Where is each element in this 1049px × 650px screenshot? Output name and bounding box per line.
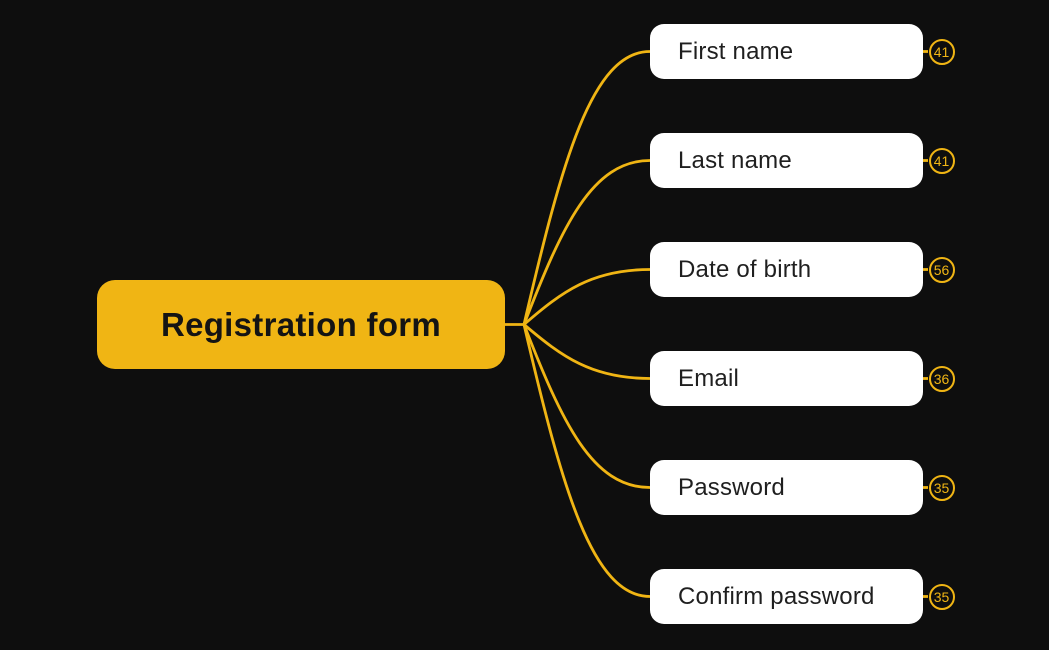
count-badge-value: 35 bbox=[933, 479, 950, 496]
count-badge[interactable]: 36 bbox=[928, 365, 955, 392]
topic-node-password[interactable]: Password bbox=[650, 460, 923, 515]
count-badge[interactable]: 41 bbox=[928, 147, 955, 174]
topic-label: Password bbox=[678, 473, 785, 501]
count-badge[interactable]: 41 bbox=[928, 38, 955, 65]
count-badge-value: 41 bbox=[933, 43, 950, 60]
topic-label: First name bbox=[678, 37, 794, 65]
topic-label: Email bbox=[678, 364, 740, 392]
topic-label: Confirm password bbox=[678, 582, 875, 610]
topic-node-date-of-birth[interactable]: Date of birth bbox=[650, 242, 923, 297]
central-topic-node[interactable]: Registration form bbox=[97, 280, 505, 369]
topic-node-first-name[interactable]: First name bbox=[650, 24, 923, 79]
count-badge[interactable]: 56 bbox=[928, 256, 955, 283]
count-badge[interactable]: 35 bbox=[928, 474, 955, 501]
count-badge[interactable]: 35 bbox=[928, 583, 955, 610]
count-badge-value: 56 bbox=[933, 261, 950, 278]
count-badge-value: 41 bbox=[933, 152, 950, 169]
central-topic-label: Registration form bbox=[160, 305, 442, 343]
topic-node-confirm-password[interactable]: Confirm password bbox=[650, 569, 923, 624]
topic-node-last-name[interactable]: Last name bbox=[650, 133, 923, 188]
count-badge-value: 35 bbox=[933, 588, 950, 605]
count-badge-value: 36 bbox=[933, 370, 950, 387]
topic-node-email[interactable]: Email bbox=[650, 351, 923, 406]
topic-label: Date of birth bbox=[678, 255, 812, 283]
topic-label: Last name bbox=[678, 146, 792, 174]
